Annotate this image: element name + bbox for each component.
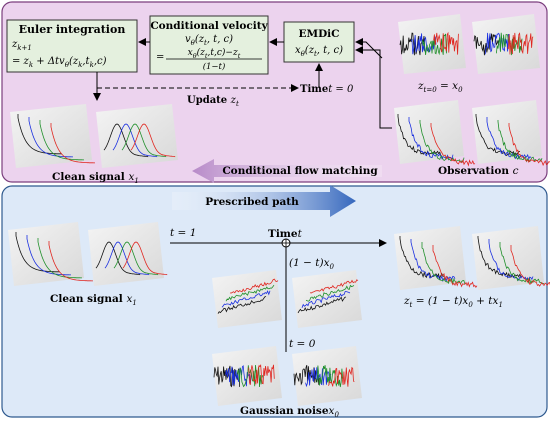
signal-trace xyxy=(497,120,543,163)
signal-trace xyxy=(484,32,511,55)
clean-signal-card-top-1 xyxy=(10,104,95,168)
prescribed-path-label: Prescribed path xyxy=(205,196,299,208)
signal-trace xyxy=(122,241,168,276)
velocity-title: Conditional velocity xyxy=(150,20,268,32)
z0-label: zt=0 = x0 xyxy=(417,80,463,94)
signal-trace xyxy=(488,239,534,283)
clean-signal-card-bottom-2 xyxy=(88,222,168,286)
signal-trace xyxy=(305,284,355,302)
svg-text:(1−t): (1−t) xyxy=(203,61,226,72)
signal-trace xyxy=(316,365,344,388)
signal-trace xyxy=(221,290,271,308)
signal-trace xyxy=(430,123,476,167)
signal-trace xyxy=(301,291,351,308)
signal-trace xyxy=(499,242,545,285)
t1-label: t = 1 xyxy=(170,227,196,239)
signal-trace xyxy=(297,296,347,314)
signal-trace xyxy=(421,242,467,286)
clean-signal-label-bottom: Clean signal x1 xyxy=(50,293,137,307)
arrow-observation-to-emdic xyxy=(355,46,392,129)
emdic-box: EMDiC xθ(zt, t, c) xyxy=(283,21,355,63)
observation-card-2 xyxy=(472,100,550,167)
euler-title: Euler integration xyxy=(19,23,126,36)
signal-trace xyxy=(507,32,534,55)
signal-trace xyxy=(248,364,275,386)
svg-text:=: = xyxy=(156,52,164,63)
prescribed-path-arrow xyxy=(172,185,356,217)
signal-trace xyxy=(508,123,550,167)
zt-label: zt = (1 − t)x0 + tx1 xyxy=(403,295,503,309)
clean-signal-card-bottom-1 xyxy=(8,222,93,286)
svg-text:zk+1: zk+1 xyxy=(11,39,32,52)
svg-text:vθ(zt, t, c): vθ(zt, t, c) xyxy=(185,34,233,47)
signal-trace xyxy=(121,123,167,158)
time-t0-label: Timet = 0 xyxy=(300,84,354,95)
observation-label: Observation c xyxy=(438,165,519,177)
signal-trace xyxy=(397,114,443,157)
signal-trace xyxy=(26,235,71,276)
one-minus-t-label: (1 − t)x0 xyxy=(289,257,335,271)
signal-trace xyxy=(408,117,454,161)
cfm-arrow xyxy=(192,159,382,183)
signal-trace xyxy=(225,364,252,387)
signal-trace xyxy=(130,123,176,158)
signal-trace xyxy=(37,238,82,279)
signal-trace xyxy=(309,279,359,294)
arrow-z0-to-emdic xyxy=(355,38,383,59)
signal-trace xyxy=(15,232,60,273)
cfm-label: Conditional flow matching xyxy=(222,165,378,177)
signal-trace xyxy=(399,32,426,56)
signal-trace xyxy=(475,114,521,156)
signal-trace xyxy=(17,114,62,155)
conditional-velocity-box: Conditional velocity vθ(zt, t, c) = xθ(z… xyxy=(149,15,269,75)
gaussian-card-2 xyxy=(292,346,362,406)
signal-trace xyxy=(328,366,355,387)
signal-trace xyxy=(432,245,478,289)
svg-text:xθ(zt,t,c)−zt: xθ(zt,t,c)−zt xyxy=(188,47,241,60)
signal-trace xyxy=(48,241,93,282)
signal-trace xyxy=(50,123,95,164)
euler-integration-box: Euler integration zk+1 = zk + Δtvθ(zk,tk… xyxy=(6,19,138,73)
signal-trace xyxy=(39,120,84,161)
signal-trace xyxy=(217,296,267,314)
signal-trace xyxy=(399,236,444,280)
signal-trace xyxy=(229,278,279,294)
signal-trace xyxy=(419,120,465,163)
clean-signal-label-top: Clean signal x1 xyxy=(52,171,139,185)
z0-signal-card-2 xyxy=(472,14,540,74)
svg-text:xθ(zt, t, c): xθ(zt, t, c) xyxy=(295,45,343,58)
interp-card-2 xyxy=(292,270,362,328)
signal-trace xyxy=(510,245,550,287)
signal-trace xyxy=(113,241,159,276)
time-t-label: Timet xyxy=(268,228,303,240)
svg-text:= zk + Δtvθ(zk,tk,c): = zk + Δtvθ(zk,tk,c) xyxy=(12,56,107,69)
update-label: Update zt xyxy=(187,95,239,108)
signal-trace xyxy=(433,31,459,55)
gaussian-noise-label: Gaussian noisex0 xyxy=(240,405,339,419)
signal-trace xyxy=(225,284,275,302)
clean-signal-card-top-2 xyxy=(96,104,178,168)
zt-card-1 xyxy=(394,226,478,290)
gaussian-card-1 xyxy=(212,346,282,406)
interp-card-1 xyxy=(212,270,282,328)
signal-trace xyxy=(28,117,73,158)
t0-label-bottom: t = 0 xyxy=(289,338,316,350)
zt-card-2 xyxy=(472,226,550,290)
z0-signal-card-1 xyxy=(398,14,466,74)
observation-card-1 xyxy=(394,100,476,167)
emdic-title: EMDiC xyxy=(298,28,339,40)
